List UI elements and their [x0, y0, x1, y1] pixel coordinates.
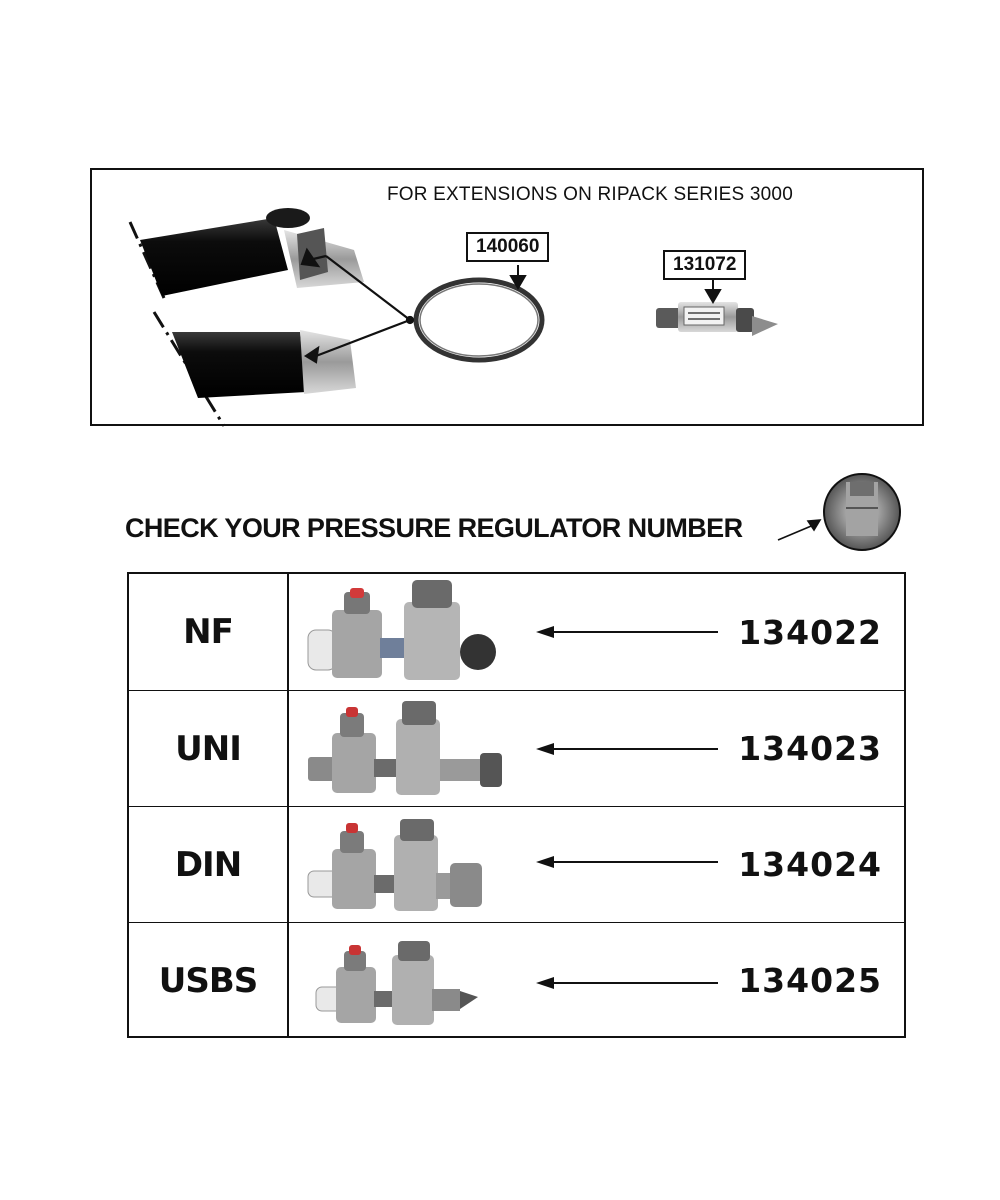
- pointer-arrow-icon: [536, 743, 718, 755]
- extensions-illustration: [128, 208, 778, 427]
- part-number-label: 140060: [466, 232, 550, 262]
- regulator-type: NF: [129, 574, 289, 690]
- regulator-table: NF 134022 UNI: [127, 572, 906, 1038]
- regulator-row: USBS 134025: [129, 922, 904, 1038]
- pointer-arrow: [777, 519, 822, 541]
- connector-131072: [656, 302, 778, 336]
- pointer-arrow-icon: [536, 626, 718, 638]
- regulator-row: UNI 134023: [129, 690, 904, 806]
- regulator-type: UNI: [129, 691, 289, 806]
- regulator-type: DIN: [129, 807, 289, 922]
- lower-hose: [172, 330, 356, 398]
- regulator-detail-illustration: [777, 473, 901, 551]
- part-number-label: 131072: [663, 250, 747, 280]
- regulator-row: DIN 134024: [129, 806, 904, 922]
- regulator-photo-uni: [308, 701, 502, 795]
- regulator-type: USBS: [129, 923, 289, 1038]
- regulator-number: 134022: [738, 612, 882, 652]
- regulator-photo-nf: [307, 580, 496, 680]
- extensions-panel: FOR EXTENSIONS ON RIPACK SERIES 3000 140…: [90, 168, 924, 427]
- regulator-row: NF 134022: [129, 574, 904, 690]
- pointer-arrow-icon: [536, 977, 718, 989]
- upper-hose: [140, 208, 364, 296]
- regulator-number: 134025: [738, 961, 882, 1000]
- regulator-number: 134023: [738, 729, 882, 768]
- pointer-arrow-icon: [536, 856, 718, 868]
- extensions-title: FOR EXTENSIONS ON RIPACK SERIES 3000: [387, 184, 793, 205]
- regulator-check-heading: CHECK YOUR PRESSURE REGULATOR NUMBER: [125, 513, 743, 543]
- regulator-photo-usbs: [315, 941, 478, 1025]
- regulator-number: 134024: [738, 845, 882, 884]
- o-ring-140060: [413, 277, 545, 363]
- regulator-photo-din: [307, 819, 482, 911]
